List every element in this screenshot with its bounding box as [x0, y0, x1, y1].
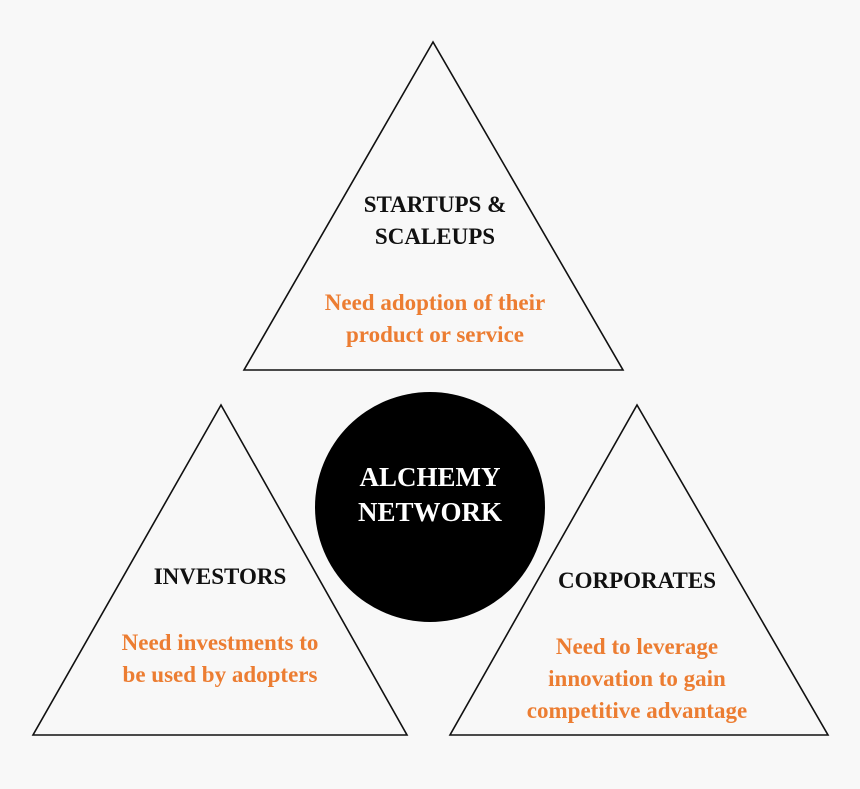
corporates-title: CORPORATES — [557, 568, 717, 593]
corporates-triangle — [448, 403, 830, 736]
investors-title: INVESTORS — [153, 564, 287, 589]
investors-need: Need investments to be used by adopters — [121, 630, 319, 688]
corporates-need: Need to leverage innovation to gain comp… — [526, 634, 748, 724]
startups-title: STARTUPS & SCALEUPS — [363, 192, 507, 250]
center-circle — [315, 392, 545, 622]
startups-triangle — [242, 40, 625, 371]
investors-triangle — [31, 403, 409, 736]
center-label: ALCHEMY NETWORK — [357, 462, 503, 528]
startups-need: Need adoption of their product or servic… — [324, 290, 546, 348]
